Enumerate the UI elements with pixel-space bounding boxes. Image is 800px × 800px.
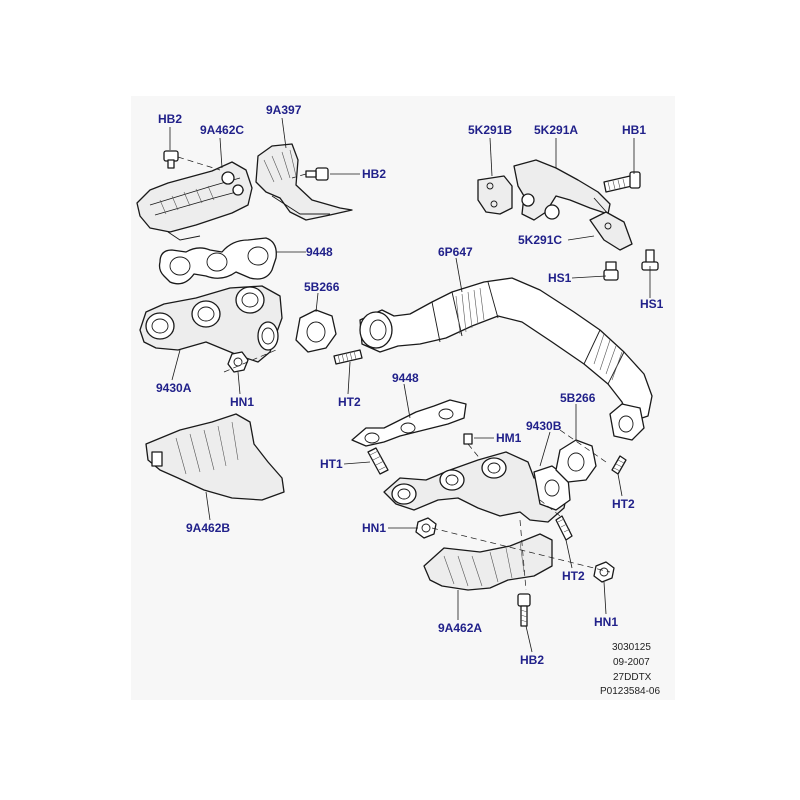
label-hs1-a: HS1 xyxy=(548,271,572,285)
label-ht2-left: HT2 xyxy=(338,395,361,409)
label-9a462c: 9A462C xyxy=(200,123,244,137)
reference-line-2: 09-2007 xyxy=(613,657,650,668)
label-ht1: HT1 xyxy=(320,457,343,471)
label-hn1-mid: HN1 xyxy=(362,521,386,535)
label-5k291b: 5K291B xyxy=(468,123,512,137)
bracket-5k291b xyxy=(477,175,513,215)
bolt-hs1-a xyxy=(603,261,619,281)
heat-shield-9a462a xyxy=(423,533,553,591)
label-9430b: 9430B xyxy=(526,419,562,433)
heat-shield-9a462c xyxy=(136,161,253,241)
label-ht2-low: HT2 xyxy=(562,569,585,583)
label-hb2-top: HB2 xyxy=(158,112,182,126)
reference-line-3: 27DDTX xyxy=(613,672,652,683)
label-5b266-left: 5B266 xyxy=(304,280,340,294)
label-hs1-b: HS1 xyxy=(640,297,664,311)
label-6p647: 6P647 xyxy=(438,245,473,259)
label-hm1: HM1 xyxy=(496,431,522,445)
label-5b266-right: 5B266 xyxy=(560,391,596,405)
label-5k291a: 5K291A xyxy=(534,123,578,137)
exhaust-manifold-9430b xyxy=(383,451,571,523)
nut-hn1-mid xyxy=(415,517,437,539)
reference-line-1: 3030125 xyxy=(612,642,651,653)
gasket-5b266-left xyxy=(295,309,337,353)
leader-lines xyxy=(169,117,651,653)
bolt-hb2-mid xyxy=(291,167,329,181)
label-9430a: 9430A xyxy=(156,381,192,395)
stud-ht2-right xyxy=(611,455,627,475)
bolt-hb2-top xyxy=(163,150,221,171)
stud-ht2-left xyxy=(333,349,363,365)
assembly-lines xyxy=(223,349,611,591)
label-9a397: 9A397 xyxy=(266,103,302,117)
label-9a462a: 9A462A xyxy=(438,621,482,635)
heat-shield-9a462b xyxy=(145,413,285,501)
nut-hn1-left xyxy=(227,351,249,373)
label-hb2-low: HB2 xyxy=(520,653,544,667)
gasket-9448-top xyxy=(158,237,277,285)
label-hn1-left: HN1 xyxy=(230,395,254,409)
stud-ht2-low xyxy=(539,499,573,541)
label-hn1-low: HN1 xyxy=(594,615,618,629)
heat-shield-9a397 xyxy=(255,143,353,221)
label-ht2-right: HT2 xyxy=(612,497,635,511)
label-5k291c: 5K291C xyxy=(518,233,562,247)
bolt-hb2-low xyxy=(517,593,531,627)
nut-hn1-low xyxy=(593,561,615,583)
label-hb1: HB1 xyxy=(622,123,646,137)
crossover-pipe-6p647 xyxy=(359,277,653,441)
label-9448-top: 9448 xyxy=(306,245,333,259)
label-hb2-mid: HB2 xyxy=(362,167,386,181)
gasket-9448-mid xyxy=(351,399,467,447)
label-9a462b: 9A462B xyxy=(186,521,230,535)
gasket-5b266-right xyxy=(555,439,597,483)
exhaust-manifold-9430a xyxy=(139,285,283,363)
bolt-hb1 xyxy=(603,171,641,193)
stud-ht1 xyxy=(367,447,389,475)
label-9448-mid: 9448 xyxy=(392,371,419,385)
bracket-5k291c xyxy=(589,211,633,251)
bracket-5k291a xyxy=(513,159,621,229)
reference-line-4: P0123584-06 xyxy=(600,686,660,697)
